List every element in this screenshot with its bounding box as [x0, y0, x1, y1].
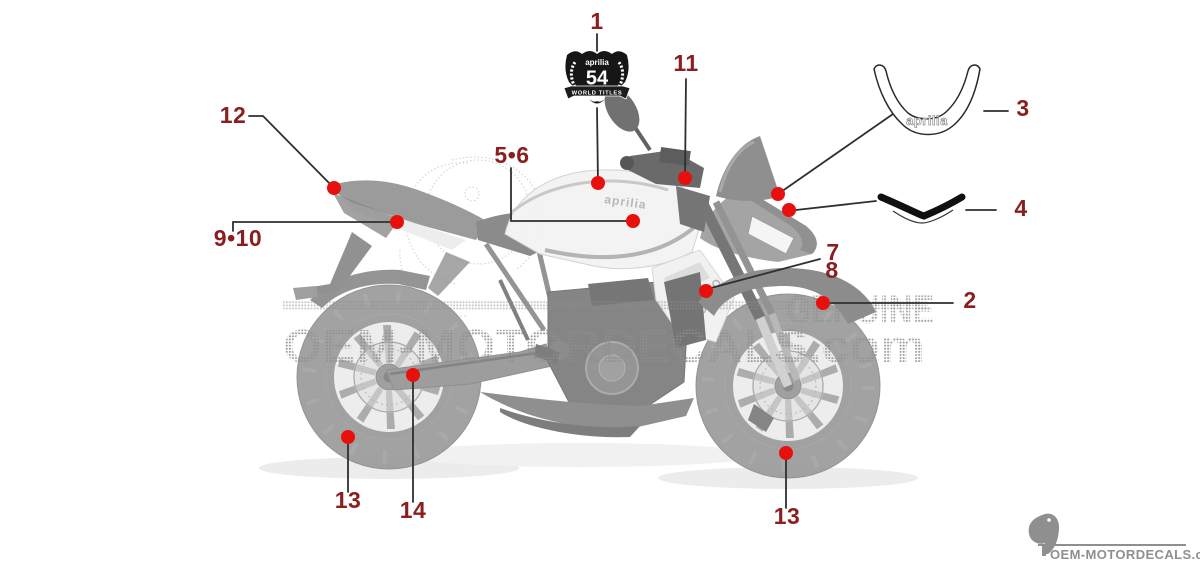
callout-label-1: 1 [590, 8, 604, 34]
callout-label-13-left: 13 [334, 487, 362, 513]
footpeg-bracket [534, 344, 560, 364]
tail-unit [329, 180, 488, 240]
front-fender [698, 268, 876, 324]
tail-underside [333, 193, 400, 238]
marker-dots [327, 171, 830, 460]
callout-label-12: 12 [219, 102, 247, 128]
mirror [604, 88, 640, 132]
headlight [747, 215, 795, 255]
toucan-icon [1028, 513, 1059, 554]
callout-label-13-right: 13 [773, 503, 801, 529]
marker-dot-7-8 [699, 284, 713, 298]
belly-pan-lip [500, 408, 640, 438]
callout-label-9-10: 9•10 [213, 225, 263, 251]
cylinder-head [588, 278, 654, 306]
marker-dot-4 [782, 203, 796, 217]
decal-windscreen: aprilia [873, 64, 981, 136]
ground-shadow [259, 443, 918, 489]
fuel-tank [504, 169, 704, 270]
callout-label-8: 8 [825, 257, 839, 283]
marker-dot-11 [678, 171, 692, 185]
marker-dot-12 [327, 181, 341, 195]
badge-number-text: 54 [586, 68, 609, 90]
leader-12 [248, 115, 335, 189]
hanger-foot [293, 286, 318, 300]
badge-ribbon [563, 85, 631, 100]
mirror-stalk [632, 124, 652, 152]
motorcycle-illustration: aprilia TUONO [293, 88, 880, 478]
marker-dot-1 [591, 176, 605, 190]
callout-label-5-6: 5•6 [494, 142, 530, 168]
callout-label-14: 14 [399, 497, 427, 523]
leader-9-10 [232, 221, 398, 232]
marker-dot-9-10 [390, 215, 404, 229]
windscreen [716, 136, 780, 201]
marker-dot-14 [406, 368, 420, 382]
rear-hugger [310, 269, 430, 308]
leader-11 [684, 78, 687, 179]
marker-dot-3 [771, 187, 785, 201]
logo-text: OEM-MOTORDECALS.com [1050, 547, 1200, 562]
laurel-right [616, 60, 625, 88]
watermark-domain: OEM-MOTORDECALS.com [283, 320, 925, 372]
front-brake-caliper [748, 404, 774, 432]
callout-label-2: 2 [963, 287, 977, 313]
windscreen-brand-text: aprilia [906, 113, 948, 128]
passenger-peg-bracket [428, 252, 470, 296]
marker-dot-13-left [341, 430, 355, 444]
badge-brand-text: aprilia [585, 58, 609, 67]
license-plate-hanger [306, 232, 372, 296]
leader-lines [232, 33, 1009, 509]
fork-upper [699, 203, 765, 321]
laurel-left [569, 60, 578, 88]
brand-logo: OEM-MOTORDECALS.com [1028, 513, 1200, 562]
badge-ribbon-text: WORLD TITLES [572, 91, 623, 97]
tank-swoosh [544, 222, 700, 260]
tank-contour [511, 179, 669, 214]
callout-label-3: 3 [1016, 95, 1030, 121]
instrument-cluster [659, 146, 691, 167]
belly-pan [480, 392, 694, 430]
leader-1-bottom [596, 107, 599, 184]
steering-stem [676, 186, 710, 232]
watermark-genuine: GENUINE [786, 288, 934, 332]
callout-label-7: 7 [826, 239, 840, 265]
leader-4-left [795, 200, 877, 211]
fork-lower [755, 316, 793, 388]
decal-chevron [877, 193, 966, 224]
leader-5-6 [510, 167, 634, 222]
bar-end [620, 156, 634, 170]
decal-54-badge: aprilia 54 WORLD TITLES [563, 51, 631, 104]
nose-edge [744, 188, 817, 254]
callout-label-4: 4 [1014, 195, 1028, 221]
marker-dot-2 [816, 296, 830, 310]
watermark-layer: GENUINE OEM-MOTORDECALS.com [283, 288, 934, 372]
marker-dot-13-right [779, 446, 793, 460]
marker-dot-5-6 [626, 214, 640, 228]
leader-7-8 [710, 258, 821, 289]
callout-label-11: 11 [673, 50, 699, 76]
tank-aprilia-text: aprilia [604, 192, 648, 212]
watermark-stripe [283, 300, 928, 310]
leader-3-left [777, 113, 894, 195]
